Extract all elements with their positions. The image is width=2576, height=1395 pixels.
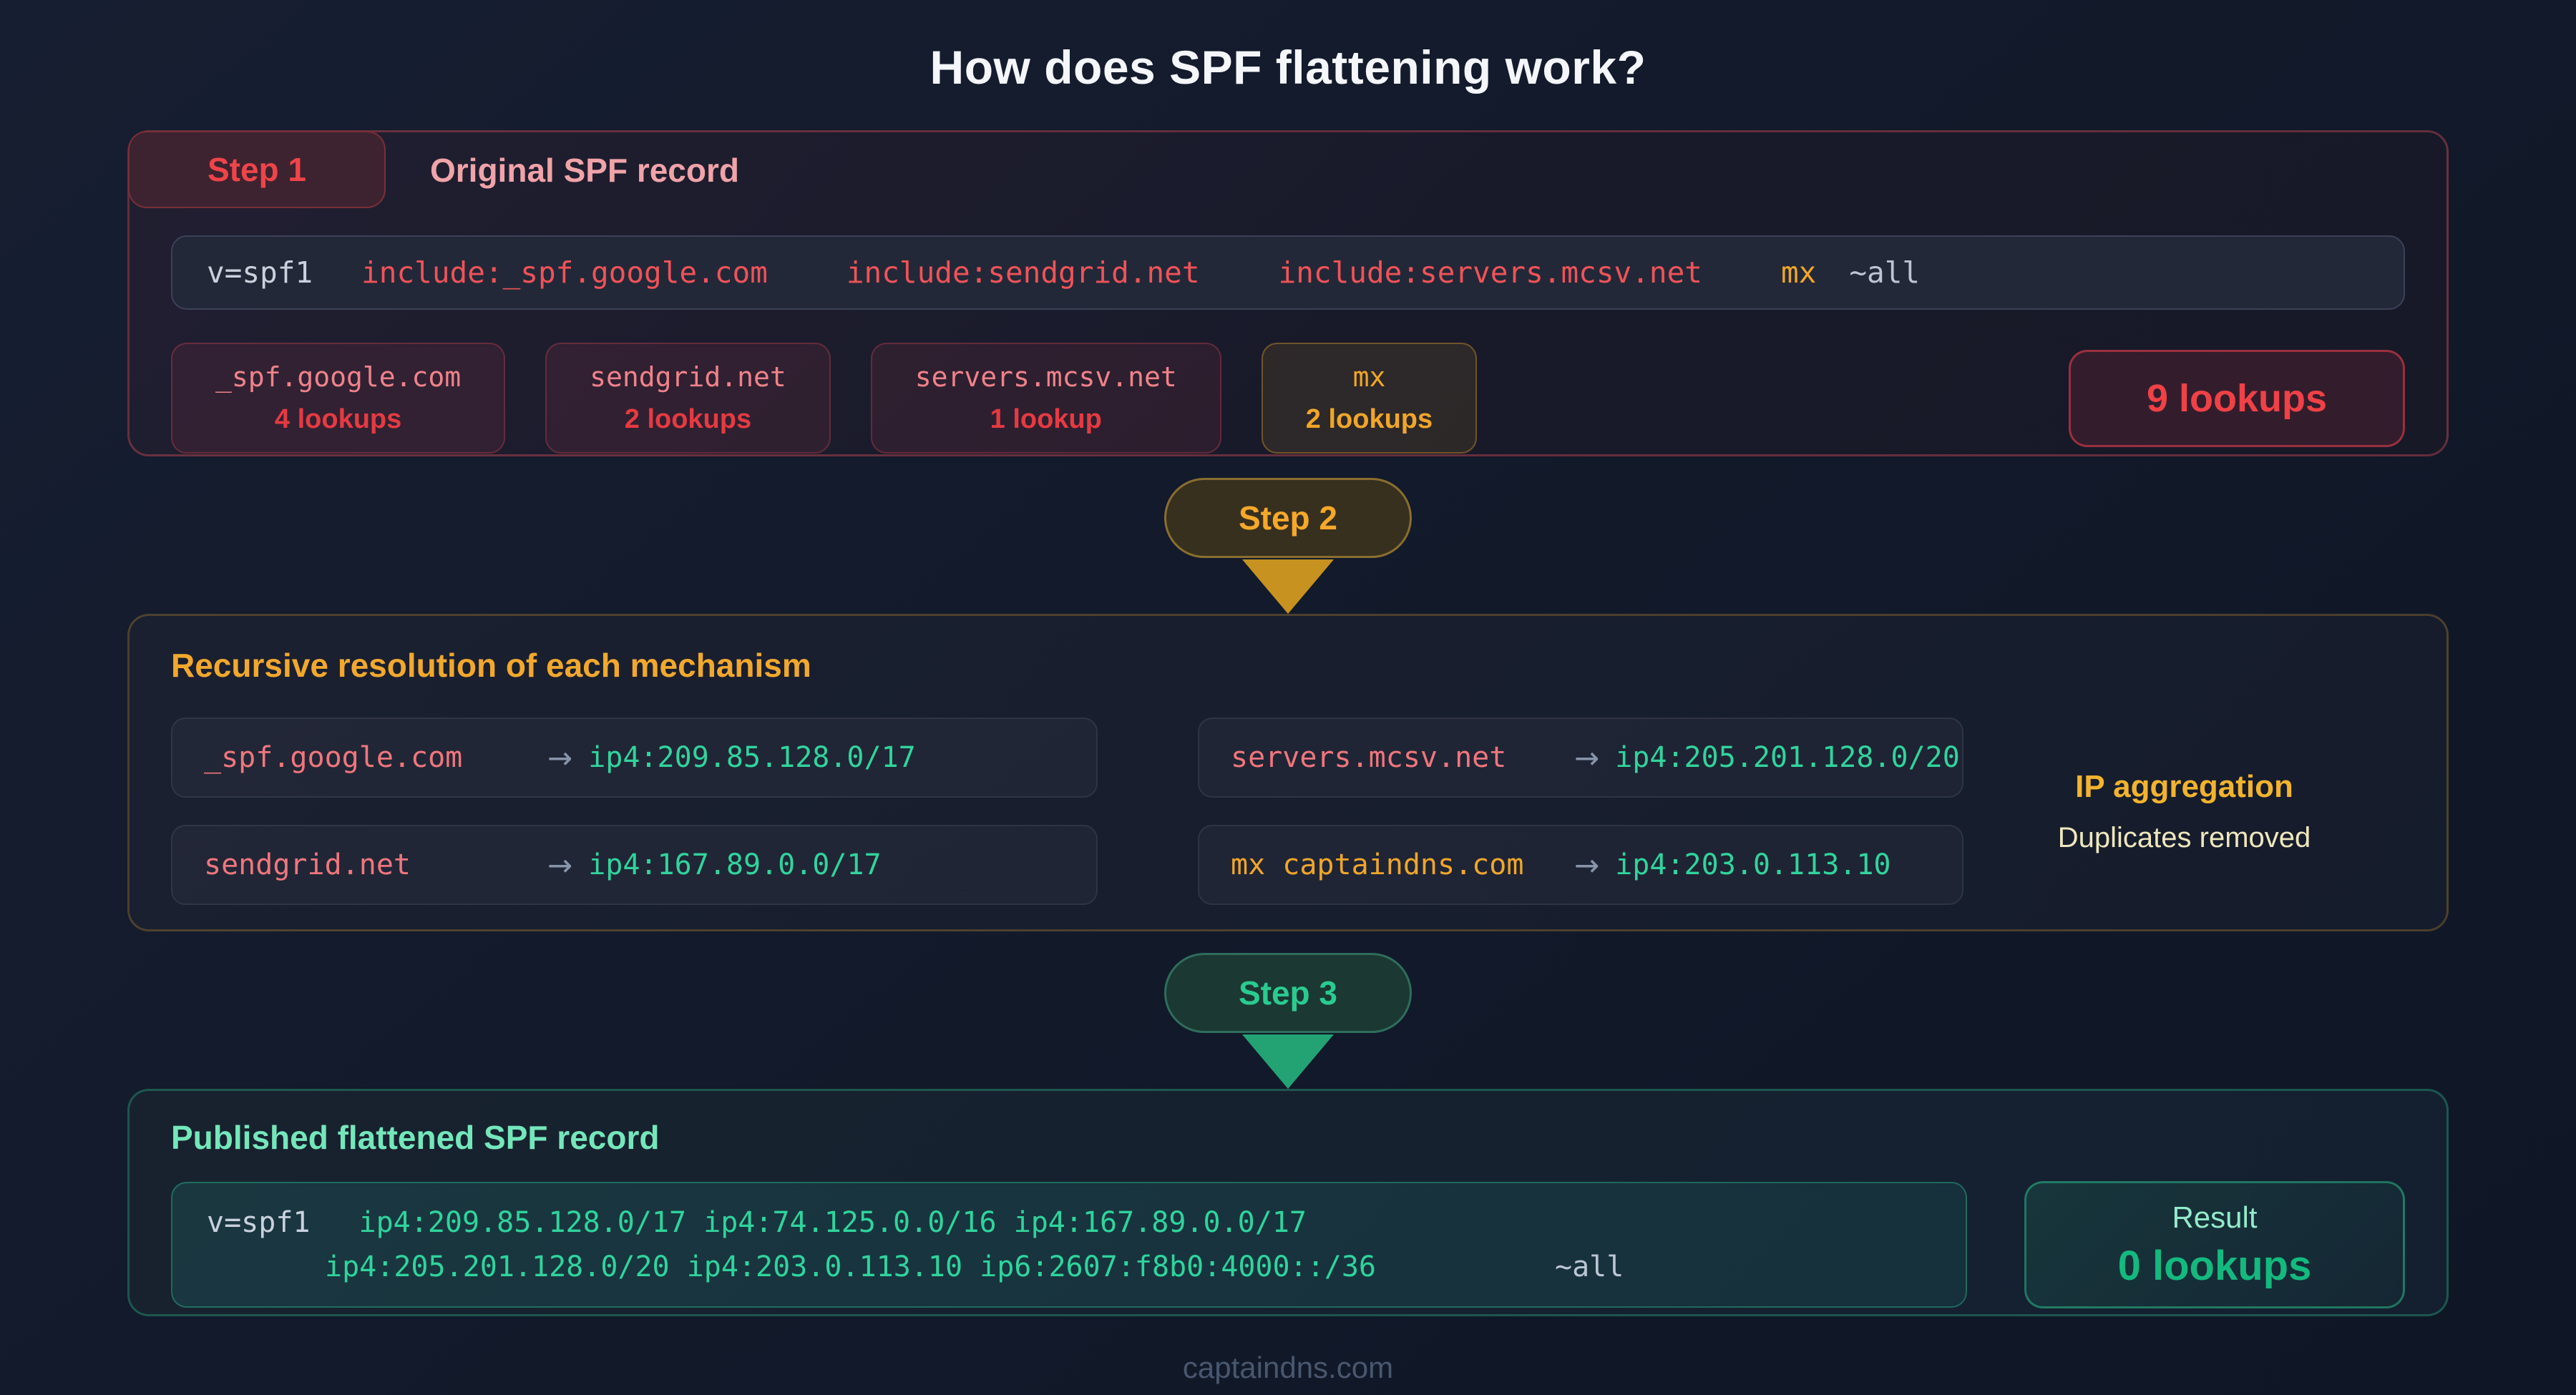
resolution-row: _spf.google.com → ip4:209.85.128.0/17: [171, 718, 1098, 798]
step3-heading: Published flattened SPF record: [171, 1119, 660, 1156]
spf-include-token: include:sendgrid.net: [846, 255, 1200, 290]
lookup-chip-servers-mcsv: servers.mcsv.net 1 lookup: [870, 343, 1221, 454]
chip-domain: sendgrid.net: [590, 361, 786, 393]
arrow-right-icon: →: [547, 740, 573, 775]
lookup-chip-sendgrid: sendgrid.net 2 lookups: [545, 343, 831, 454]
chip-domain: _spf.google.com: [215, 361, 462, 393]
resolution-ip: ip4:209.85.128.0/17: [588, 741, 916, 774]
resolution-source: servers.mcsv.net: [1231, 741, 1507, 774]
spf-mx-token: mx: [1780, 255, 1817, 290]
step2-badge: Step 2: [1164, 478, 1412, 558]
page-title: How does SPF flattening work?: [930, 41, 1646, 94]
step2-body: _spf.google.com → ip4:209.85.128.0/17 se…: [171, 718, 2405, 905]
flattened-record-box: v=spf1 ip4:209.85.128.0/17 ip4:74.125.0.0…: [171, 1182, 1967, 1308]
result-value: 0 lookups: [2117, 1242, 2312, 1289]
spf-include-token: include:servers.mcsv.net: [1278, 255, 1702, 290]
arrow-right-icon: →: [547, 847, 573, 883]
flattened-ips-line2: ip4:205.201.128.0/20 ip4:203.0.113.10 ip…: [325, 1250, 1377, 1283]
chip-count: 1 lookup: [990, 404, 1102, 434]
lookup-chip-spf-google: _spf.google.com 4 lookups: [171, 343, 506, 454]
spf-all-token: ~all: [1849, 255, 1921, 290]
record-line-2: ip4:205.201.128.0/20 ip4:203.0.113.10 ip…: [207, 1245, 1931, 1289]
aggregation-subtitle: Duplicates removed: [2057, 821, 2311, 853]
spf-version-token: v=spf1: [207, 255, 313, 290]
step1-header: Step 1 Original SPF record: [128, 131, 2446, 208]
flattened-ips-line1: ip4:209.85.128.0/17 ip4:74.125.0.0/16 ip…: [358, 1206, 1307, 1239]
step2-panel: Recursive resolution of each mechanism _…: [127, 614, 2449, 931]
aggregation-note: IP aggregation Duplicates removed: [1963, 718, 2405, 905]
step3-body: v=spf1 ip4:209.85.128.0/17 ip4:74.125.0.0…: [171, 1181, 2405, 1308]
step3-connector: Step 3: [0, 931, 2576, 1089]
step2-connector: Step 2: [0, 456, 2576, 614]
chip-count: 2 lookups: [1305, 404, 1433, 434]
lookup-chips-row: _spf.google.com 4 lookups sendgrid.net 2…: [171, 343, 2405, 454]
chip-domain: mx: [1352, 361, 1386, 393]
result-box: Result 0 lookups: [2024, 1181, 2405, 1308]
resolution-source: mx captaindns.com: [1231, 848, 1524, 881]
chip-count: 2 lookups: [624, 404, 752, 434]
footer-domain[interactable]: captaindns.com: [1182, 1351, 1394, 1384]
resolution-row: mx captaindns.com → ip4:203.0.113.10: [1198, 825, 1963, 905]
down-triangle-icon: [1242, 559, 1334, 614]
result-label: Result: [2172, 1200, 2258, 1234]
arrow-right-icon: →: [1574, 847, 1600, 883]
step2-heading: Recursive resolution of each mechanism: [171, 647, 811, 684]
resolution-row: servers.mcsv.net → ip4:205.201.128.0/20: [1198, 718, 1963, 798]
spf-version-token: v=spf1: [207, 1206, 311, 1239]
resolution-ip: ip4:167.89.0.0/17: [588, 848, 882, 881]
resolution-grid: _spf.google.com → ip4:209.85.128.0/17 se…: [171, 718, 1963, 905]
step1-badge: Step 1: [128, 131, 386, 208]
chip-domain: servers.mcsv.net: [914, 361, 1177, 393]
aggregation-title: IP aggregation: [2075, 768, 2293, 804]
total-lookups-badge: 9 lookups: [2069, 349, 2405, 447]
lookup-chip-mx: mx 2 lookups: [1261, 343, 1478, 454]
resolution-ip: ip4:203.0.113.10: [1615, 848, 1891, 881]
arrow-right-icon: →: [1574, 740, 1600, 775]
record-line-1: v=spf1 ip4:209.85.128.0/17 ip4:74.125.0.0…: [207, 1200, 1931, 1245]
step3-panel: Published flattened SPF record v=spf1 ip4…: [127, 1089, 2449, 1316]
resolution-source: sendgrid.net: [204, 848, 411, 881]
down-triangle-icon: [1242, 1034, 1334, 1089]
original-spf-record-box: v=spf1 include:_spf.google.com include:s…: [171, 235, 2405, 310]
resolution-row: sendgrid.net → ip4:167.89.0.0/17: [171, 825, 1098, 905]
step3-badge: Step 3: [1164, 953, 1412, 1033]
step1-heading: Original SPF record: [430, 152, 739, 189]
resolution-source: _spf.google.com: [204, 741, 463, 774]
spf-all-token: ~all: [1555, 1250, 1624, 1283]
resolution-ip: ip4:205.201.128.0/20: [1615, 741, 1960, 774]
spf-include-token: include:_spf.google.com: [361, 255, 768, 290]
step1-panel: Step 1 Original SPF record v=spf1 includ…: [127, 130, 2449, 456]
chip-count: 4 lookups: [274, 404, 402, 434]
